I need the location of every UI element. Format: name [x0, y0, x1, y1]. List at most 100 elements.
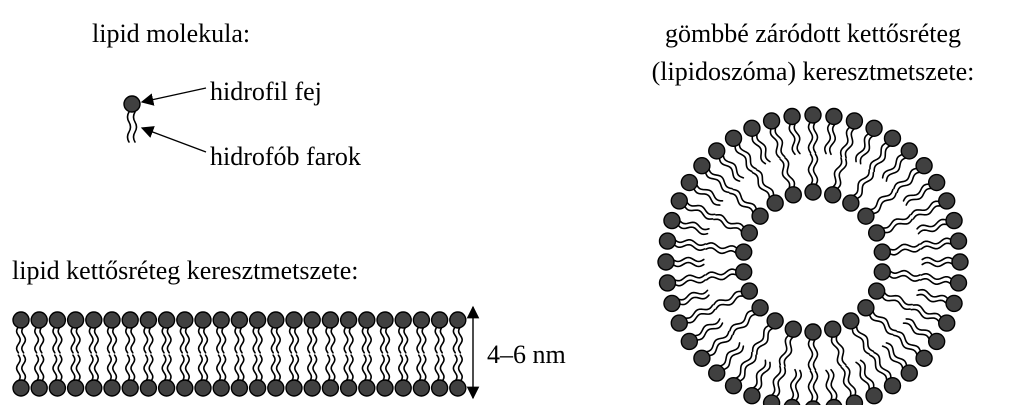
lipid-molecule: [159, 312, 175, 353]
lipid-molecule: [784, 370, 801, 405]
lipid-head: [951, 233, 967, 249]
lipid-molecule: [250, 312, 266, 353]
lipid-tail: [362, 355, 366, 381]
lipid-molecule: [86, 355, 102, 396]
lipid-tail: [180, 355, 184, 381]
lipid-molecule: [658, 254, 704, 270]
lipid-tail: [253, 355, 257, 381]
lipid-head: [450, 380, 466, 396]
lipid-tail: [204, 355, 208, 381]
bilayer-title: lipid kettősréteg keresztmetszete:: [12, 256, 359, 285]
lipid-head: [122, 312, 138, 328]
lipid-head: [736, 264, 752, 280]
lipid-molecule: [140, 312, 156, 353]
lipid-head: [450, 312, 466, 328]
lipid-tail: [186, 355, 190, 381]
lipid-molecule: [664, 290, 709, 311]
lipid-molecule: [753, 170, 784, 211]
lipid-tail: [753, 173, 770, 199]
lipid-tail: [199, 327, 203, 353]
lipid-tail: [696, 323, 722, 340]
lipid-head: [104, 380, 120, 396]
lipid-molecule: [286, 355, 302, 396]
lipid-head: [681, 333, 697, 349]
lipid-tail: [856, 133, 869, 161]
lipid-tail: [870, 143, 887, 169]
lipid-head: [268, 312, 284, 328]
lipid-head: [13, 312, 29, 328]
lipid-head: [359, 312, 375, 328]
lipid-head: [659, 275, 675, 291]
lipid-head: [681, 175, 697, 191]
lipid-head: [140, 312, 156, 328]
lipid-molecule: [805, 371, 821, 405]
lipid-molecule: [805, 107, 821, 153]
lipid-tail: [240, 355, 244, 381]
lipid-molecule: [706, 264, 752, 280]
lipid-head: [213, 380, 229, 396]
lipid-tail: [235, 327, 239, 353]
lipid-tail: [852, 328, 869, 354]
lipid-tail: [53, 355, 57, 381]
lipid-molecule: [825, 321, 846, 366]
lipid-tail: [253, 327, 257, 353]
lipid-tail: [217, 355, 221, 381]
lipid-tail: [22, 327, 26, 353]
lipid-head: [874, 264, 890, 280]
lipid-head: [846, 395, 862, 405]
lipid-tail: [95, 327, 99, 353]
lipid-head: [13, 380, 29, 396]
lipid-head: [377, 312, 393, 328]
lipid-molecule: [31, 312, 47, 353]
lipid-molecule: [709, 143, 744, 181]
lipid-tail: [922, 263, 953, 267]
lipid-tail: [757, 328, 774, 354]
lipid-molecule: [921, 233, 967, 249]
lipid-head: [805, 184, 821, 200]
lipid-tail: [814, 339, 818, 370]
lipid-tail: [271, 355, 275, 381]
lipid-tail: [162, 327, 166, 353]
lipid-tail: [882, 215, 910, 228]
lipid-head: [805, 324, 821, 340]
lipid-molecule: [659, 233, 705, 250]
lipid-molecule: [250, 355, 266, 396]
lipid-molecule: [841, 366, 862, 405]
lipid-tail: [884, 292, 912, 305]
lipid-tail: [58, 355, 62, 381]
lipid-tail: [694, 319, 720, 336]
lipid-head: [826, 400, 842, 405]
lipid-tail: [295, 327, 299, 353]
lipid-tail: [290, 327, 294, 353]
lipid-tail: [399, 355, 403, 381]
lipid-head: [177, 380, 193, 396]
lipid-molecule: [377, 355, 393, 396]
lipid-tail: [108, 327, 112, 353]
lipid-head: [395, 312, 411, 328]
lipid-head: [916, 158, 932, 174]
bilayer-lipids: [13, 312, 466, 396]
lipid-molecule: [664, 213, 709, 235]
lipid-tail: [295, 355, 299, 381]
lipid-tail: [258, 327, 262, 353]
lipid-tail: [714, 291, 742, 304]
lipid-molecule: [730, 300, 768, 335]
lipid-tail: [162, 355, 166, 381]
lipid-tail: [149, 355, 153, 381]
lipid-head: [659, 233, 675, 249]
lipid-tail: [435, 355, 439, 381]
lipid-tail: [440, 327, 444, 353]
lipid-tail: [126, 355, 130, 381]
lipid-head: [49, 380, 65, 396]
lipid-head: [159, 312, 175, 328]
lipid-tail: [870, 355, 887, 381]
lipid-tail: [453, 355, 457, 381]
lipid-tail: [167, 355, 171, 381]
lipid-head: [231, 380, 247, 396]
lipid-molecule: [825, 158, 847, 203]
lipid-molecule: [104, 355, 120, 396]
lipid-molecule: [714, 283, 757, 309]
lipid-tail: [809, 122, 813, 153]
lipid-tail: [131, 355, 135, 381]
lipid-head: [286, 380, 302, 396]
